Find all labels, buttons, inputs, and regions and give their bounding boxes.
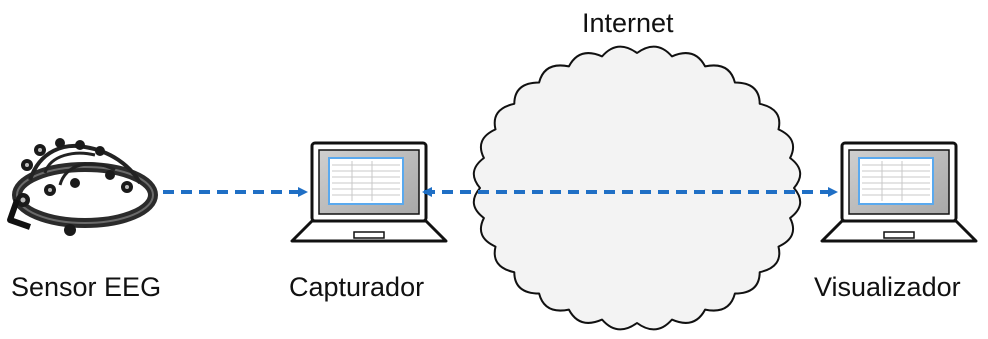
sensor-label: Sensor EEG <box>11 272 162 302</box>
eeg-headset-icon <box>7 138 158 236</box>
internet-label: Internet <box>582 8 674 38</box>
capturer-laptop-icon <box>290 141 448 243</box>
cloud-icon <box>472 45 802 331</box>
viewer-laptop-icon <box>820 141 978 243</box>
viewer-label: Visualizador <box>814 272 961 302</box>
capturer-label: Capturador <box>289 272 425 302</box>
